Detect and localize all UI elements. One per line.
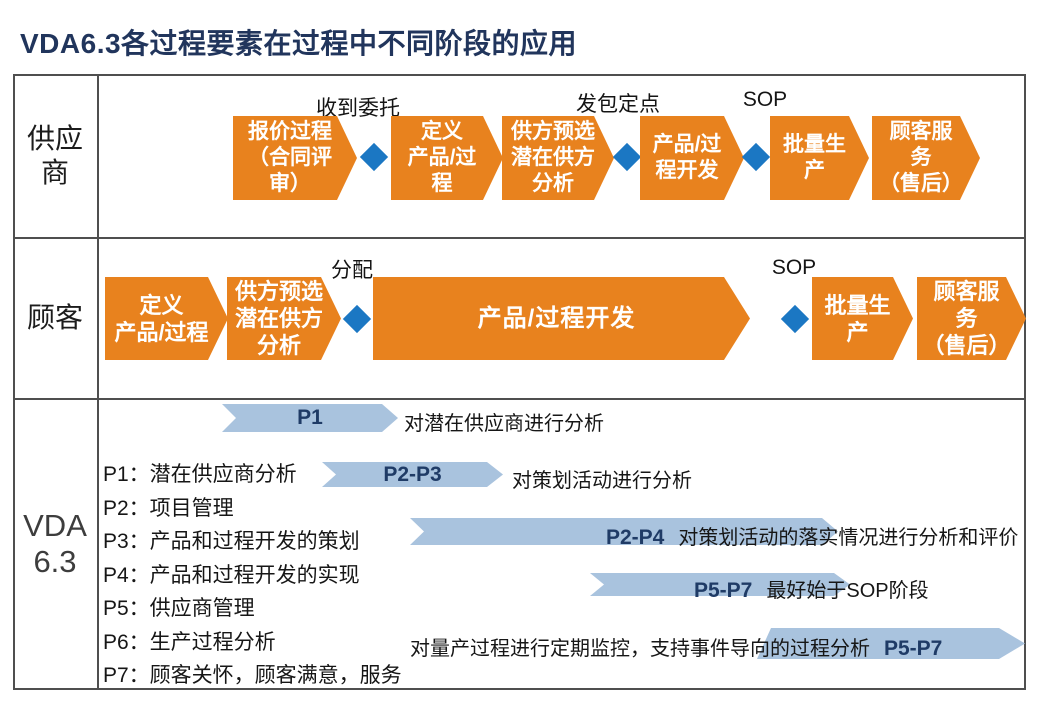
gantt-bar-monitoring-desc: 对量产过程进行定期监控，支持事件导向的过程分析 — [410, 638, 870, 660]
supplier-step-development: 产品/过 程开发 — [640, 116, 744, 200]
customer-step-preselect: 供方预选 潜在供方 分析 — [227, 277, 341, 360]
customer-row-label: 顾客 — [26, 301, 83, 333]
gantt-bar-p5-p7 — [590, 573, 850, 596]
supplier-step-customer-service: 顾客服 务 （售后） — [872, 116, 980, 200]
gantt-bar-p5-p7-desc: 最好始于SOP阶段 — [766, 580, 929, 602]
milestone-label-sop-customer: SOP — [771, 256, 817, 279]
page-title: VDA6.3各过程要素在过程中不同阶段的应用 — [20, 28, 578, 59]
gantt-bar-monitoring — [757, 628, 1025, 659]
vda-element-p4: P4：产品和过程开发的实现 — [103, 563, 360, 587]
gantt-bar-p5-p7-text: P5-P7 最好始于SOP阶段 — [694, 574, 929, 603]
supplier-row-label: 供应 商 — [26, 122, 83, 188]
vda-element-p3: P3：产品和过程开发的策划 — [103, 530, 360, 553]
gantt-bar-p2-p4-desc: 对策划活动的落实情况进行分析和评价 — [678, 527, 1019, 549]
table-frame — [13, 74, 1026, 690]
row-divider-supplier-customer — [13, 237, 1026, 239]
gantt-bar-p1-label: P1 — [297, 406, 323, 429]
supplier-step-define-product: 定义 产品/过 程 — [391, 116, 503, 200]
vda-row-label: VDA 6.3 — [23, 508, 87, 579]
milestone-label-sop-supplier: SOP — [742, 88, 788, 111]
vda-element-p7: P7：顾客关怀，顾客满意，服务 — [103, 664, 402, 687]
supplier-step-quotation: 报价过程 （合同评 审） — [233, 116, 357, 200]
gantt-bar-p2-p4-label: P2-P4 — [606, 526, 665, 549]
vda-element-p5: P5：供应商管理 — [103, 597, 255, 620]
gantt-bar-p1-desc: 对潜在供应商进行分析 — [404, 413, 604, 435]
milestone-label-allocation: 分配 — [331, 259, 373, 282]
vda-element-p2: P2：项目管理 — [103, 496, 234, 520]
gantt-bar-p5-p7-label: P5-P7 — [694, 579, 753, 602]
supplier-step-serial-production: 批量生 产 — [770, 116, 869, 200]
gantt-bar-p1: P1 — [222, 404, 398, 432]
row-divider-customer-vda — [13, 398, 1026, 400]
header-column-divider — [97, 74, 99, 690]
gantt-bar-monitoring-text: 对量产过程进行定期监控，支持事件导向的过程分析 P5-P7 — [410, 632, 942, 661]
gantt-bar-p2-p4 — [410, 518, 838, 545]
gantt-bar-p2-p3: P2-P3 — [322, 462, 503, 487]
gantt-bar-p2-p3-desc: 对策划活动进行分析 — [512, 470, 692, 492]
gantt-bar-monitoring-label: P5-P7 — [884, 637, 943, 660]
milestone-label-order-received: 收到委托 — [316, 97, 400, 120]
supplier-step-preselect: 供方预选 潜在供方 分析 — [502, 116, 614, 200]
customer-step-define-product: 定义 产品/过程 — [105, 277, 228, 360]
gantt-bar-p2-p4-text: P2-P4 对策划活动的落实情况进行分析和评价 — [606, 521, 1018, 550]
customer-step-serial-production: 批量生 产 — [812, 277, 913, 360]
customer-step-customer-service: 顾客服 务 （售后） — [917, 277, 1026, 360]
vda-element-p6: P6：生产过程分析 — [103, 630, 276, 654]
gantt-bar-p2-p3-label: P2-P3 — [383, 462, 442, 486]
vda-element-p1: P1：潜在供应商分析 — [103, 463, 297, 486]
vda-element-list: P1：潜在供应商分析 P2：项目管理 P3：产品和过程开发的策划 P4：产品和过… — [103, 458, 402, 693]
customer-step-development: 产品/过程开发 — [373, 277, 750, 360]
milestone-label-nomination: 发包定点 — [576, 93, 660, 116]
